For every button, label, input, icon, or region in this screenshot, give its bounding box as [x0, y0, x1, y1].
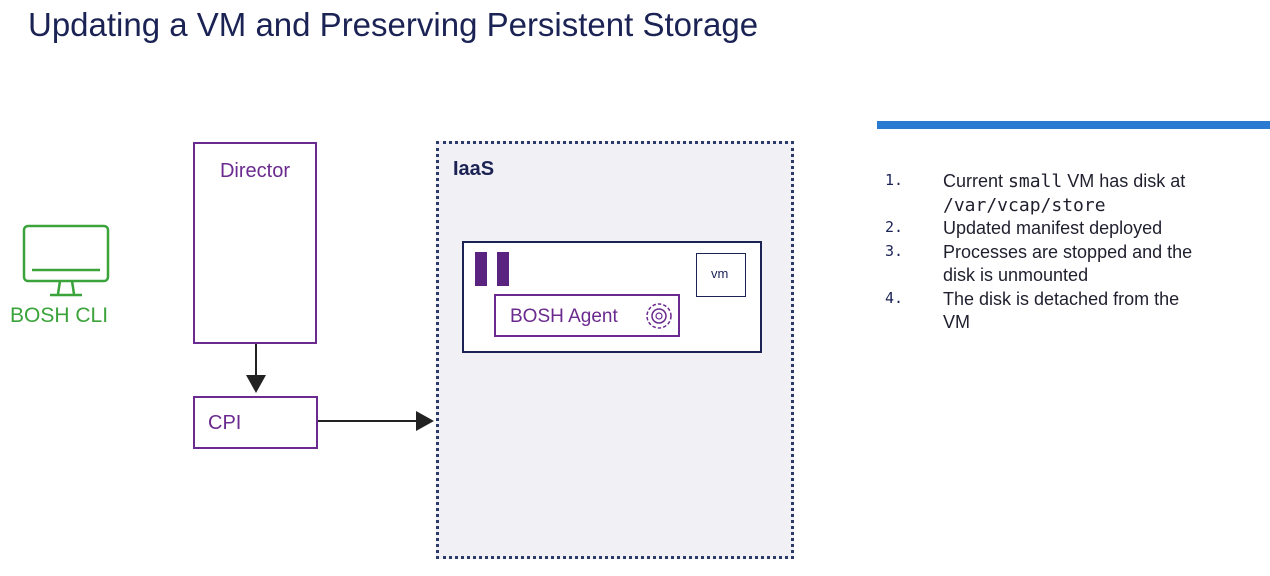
iaas-label: IaaS	[453, 158, 495, 180]
step-code: small	[1008, 171, 1063, 192]
steps-list: 1. Current small VM has disk at /var/vca…	[885, 170, 1265, 335]
step-number: 3.	[885, 241, 904, 260]
director-label: Director	[219, 160, 290, 182]
step-code: /var/vcap/store	[943, 194, 1106, 216]
list-item: 1. Current small VM has disk at /var/vca…	[885, 170, 1265, 217]
vm-tag: vm	[696, 253, 746, 297]
monitor-icon	[22, 224, 110, 297]
director-node: Director	[193, 142, 317, 344]
step-text: Updated manifest deployed	[943, 218, 1163, 238]
step-text: Current small VM has disk at /var/vcap/s…	[943, 170, 1265, 217]
vm-tag-label: vm	[711, 266, 729, 281]
bosh-agent-node: BOSH Agent	[494, 294, 680, 337]
list-item: 3. Processes are stopped and the disk is…	[885, 241, 1265, 288]
step-text: Processes are stopped and the disk is un…	[943, 241, 1193, 286]
cpi-node: CPI	[193, 396, 318, 449]
list-item: 2. Updated manifest deployed	[885, 217, 1265, 241]
bosh-cli-label: BOSH CLI	[10, 304, 109, 327]
bosh-agent-label: BOSH Agent	[510, 306, 618, 327]
cpi-label: CPI	[208, 412, 242, 434]
gear-icon	[646, 303, 672, 329]
step-text-part: VM has disk at	[1062, 171, 1186, 191]
step-text: The disk is detached from the VM	[943, 288, 1180, 333]
steps-divider	[877, 121, 1270, 129]
vm-status-bar-right	[497, 252, 509, 286]
step-number: 4.	[885, 288, 904, 307]
slide-title: Updating a VM and Preserving Persistent …	[28, 6, 759, 43]
step-number: 2.	[885, 218, 904, 236]
vm-status-bar-left	[475, 252, 487, 286]
step-text-part: Current	[943, 171, 1009, 191]
step-number: 1.	[885, 171, 904, 189]
list-item: 4. The disk is detached from the VM	[885, 288, 1265, 335]
